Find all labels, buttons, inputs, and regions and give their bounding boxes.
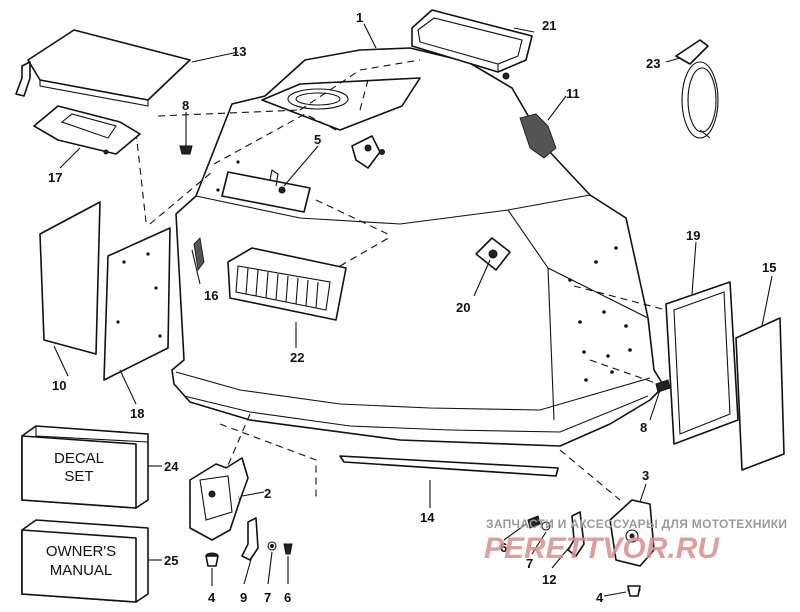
part-4-grommet-left [205, 552, 219, 567]
part-8-screw-top [179, 134, 193, 155]
callout-14: 14 [420, 510, 435, 525]
part-2-latch [189, 457, 249, 541]
part-17-seal [33, 105, 141, 155]
assembly-lines [135, 59, 667, 501]
watermark-tagline: ЗАПЧАСТИ И АКСЕССУАРЫ ДЛЯ МОТОТЕХНИКИ [486, 517, 787, 531]
callout-6-left: 6 [284, 590, 291, 605]
part-19-panel [665, 281, 739, 445]
callout-7-left: 7 [264, 590, 271, 605]
callout-2: 2 [264, 486, 271, 501]
part-8-screw-right [655, 379, 671, 393]
callout-13: 13 [232, 44, 246, 59]
callout-8-top: 8 [182, 98, 189, 113]
owners-manual-box: OWNER'S MANUAL [21, 519, 149, 603]
leader-lines [53, 23, 773, 597]
watermark-brand: PERETTVOR.RU [484, 532, 720, 565]
part-14-strip [339, 455, 559, 477]
callout-23: 23 [646, 56, 660, 71]
part-21-hood [411, 9, 533, 80]
part-9-pin [241, 517, 259, 561]
part-10-sheet [39, 201, 101, 355]
manual-line2: MANUAL [50, 562, 113, 579]
callout-16: 16 [204, 288, 218, 303]
part-13-top-cover [15, 29, 191, 107]
callout-24: 24 [164, 459, 179, 474]
decal-line1: DECAL [54, 450, 104, 467]
callout-3: 3 [642, 468, 649, 483]
part-12-pin [567, 511, 585, 557]
callout-19: 19 [686, 228, 700, 243]
callout-18: 18 [130, 406, 144, 421]
part-22-grille [227, 247, 347, 321]
callout-4-left: 4 [208, 590, 216, 605]
part-3-hinge [609, 499, 655, 567]
callout-8-right: 8 [640, 420, 647, 435]
part-5-bracket [221, 135, 385, 213]
callout-25: 25 [164, 553, 178, 568]
callout-22: 22 [290, 350, 304, 365]
part-20-grommet [475, 237, 511, 271]
part-18-plate [103, 227, 171, 381]
callout-7-right: 7 [526, 556, 533, 571]
callout-6-right: 6 [500, 540, 507, 555]
callout-12: 12 [542, 572, 556, 587]
callout-21: 21 [542, 18, 556, 33]
part-15-sheet [735, 317, 785, 471]
part-16-seal [193, 237, 205, 272]
callout-17: 17 [48, 170, 62, 185]
callout-10: 10 [52, 378, 66, 393]
callout-9: 9 [240, 590, 247, 605]
callout-4-right: 4 [596, 590, 604, 605]
callout-15: 15 [762, 260, 776, 275]
decal-set-box: DECAL SET [21, 425, 149, 509]
watermark: ЗАПЧАСТИ И АКСЕССУАРЫ ДЛЯ МОТОТЕХНИКИ PE… [484, 517, 787, 565]
manual-line1: OWNER'S [46, 543, 116, 560]
callout-labels: 1 2 3 4 4 5 6 6 7 7 8 8 9 10 11 12 13 14… [48, 10, 776, 605]
fasteners-left [267, 541, 293, 555]
callout-1: 1 [356, 10, 363, 25]
part-4-grommet-right [627, 585, 641, 597]
fasteners-right [527, 515, 551, 531]
callout-5: 5 [314, 132, 321, 147]
part-23-wire [675, 39, 719, 139]
callout-11: 11 [566, 86, 580, 101]
decal-line2: SET [64, 468, 93, 485]
engine-cover [171, 47, 665, 447]
callout-20: 20 [456, 300, 470, 315]
